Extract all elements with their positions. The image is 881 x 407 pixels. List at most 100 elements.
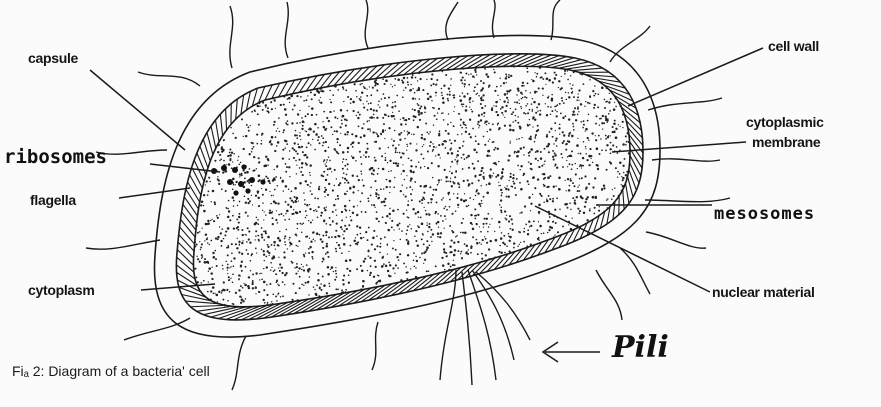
stipple-dot: [453, 97, 455, 99]
stipple-dot: [423, 158, 425, 160]
stipple-dot: [460, 99, 463, 102]
stipple-dot: [587, 137, 589, 139]
stipple-dot: [382, 131, 384, 133]
stipple-dot: [273, 121, 275, 123]
stipple-dot: [224, 304, 226, 306]
stipple-dot: [433, 83, 435, 85]
stipple-dot: [501, 207, 503, 209]
stipple-dot: [295, 197, 298, 200]
stipple-dot: [329, 99, 330, 100]
stipple-dot: [222, 268, 224, 270]
stipple-dot: [295, 273, 297, 275]
stipple-dot: [316, 234, 317, 235]
stipple-dot: [344, 178, 346, 180]
stipple-dot: [539, 66, 542, 69]
stipple-dot: [505, 188, 508, 191]
stipple-dot: [237, 226, 239, 228]
stipple-dot: [303, 100, 305, 102]
stipple-dot: [404, 130, 405, 131]
stipple-dot: [325, 141, 327, 143]
stipple-dot: [567, 70, 568, 71]
stipple-dot: [227, 254, 229, 256]
stipple-dot: [548, 195, 550, 197]
stipple-dot: [588, 114, 590, 116]
stipple-dot: [312, 219, 313, 220]
stipple-dot: [270, 203, 272, 205]
stipple-dot: [208, 267, 211, 270]
stipple-dot: [388, 213, 390, 215]
stipple-dot: [400, 279, 402, 281]
stipple-dot: [594, 85, 596, 87]
stipple-dot: [368, 156, 370, 158]
stipple-dot: [572, 197, 574, 199]
stipple-dot: [480, 231, 482, 233]
stipple-dot: [542, 95, 543, 96]
stipple-dot: [421, 202, 423, 204]
stipple-dot: [512, 129, 515, 132]
stipple-dot: [376, 117, 378, 119]
stipple-dot: [530, 244, 532, 246]
stipple-dot: [322, 145, 324, 147]
stipple-dot: [485, 238, 487, 240]
stipple-dot: [363, 123, 365, 125]
stipple-dot: [420, 112, 423, 115]
stipple-dot: [449, 181, 451, 183]
stipple-dot: [265, 256, 267, 258]
stipple-dot: [412, 189, 413, 190]
stipple-dot: [284, 147, 285, 148]
stipple-dot: [433, 124, 434, 125]
stipple-dot: [353, 83, 355, 85]
stipple-dot: [231, 167, 233, 169]
stipple-dot: [201, 256, 203, 258]
stipple-dot: [361, 91, 363, 93]
stipple-dot: [395, 264, 397, 266]
stipple-dot: [288, 166, 290, 168]
stipple-dot: [444, 169, 446, 171]
stipple-dot: [280, 296, 281, 297]
stipple-dot: [588, 139, 590, 141]
stipple-dot: [488, 248, 490, 250]
stipple-dot: [596, 164, 598, 166]
stipple-dot: [627, 132, 630, 135]
stipple-dot: [233, 205, 234, 206]
stipple-dot: [327, 256, 329, 258]
stipple-dot: [297, 113, 299, 115]
stipple-dot: [572, 84, 573, 85]
stipple-dot: [438, 133, 440, 135]
stipple-dot: [510, 218, 512, 220]
stipple-dot: [439, 236, 441, 238]
stipple-dot: [207, 237, 208, 238]
stipple-dot: [359, 83, 361, 85]
stipple-dot: [303, 154, 305, 156]
stipple-dot: [423, 263, 424, 264]
stipple-dot: [531, 168, 533, 170]
stipple-dot: [421, 253, 423, 255]
stipple-dot: [491, 218, 492, 219]
stipple-dot: [293, 157, 295, 159]
stipple-dot: [393, 240, 394, 241]
stipple-dot: [604, 99, 606, 101]
stipple-dot: [350, 219, 352, 221]
stipple-dot: [608, 135, 610, 137]
stipple-dot: [299, 167, 301, 169]
stipple-dot: [207, 223, 209, 225]
stipple-dot: [227, 264, 229, 266]
stipple-dot: [469, 197, 471, 199]
stipple-dot: [464, 193, 465, 194]
stipple-dot: [534, 137, 536, 139]
stipple-dot: [258, 162, 260, 164]
stipple-dot: [370, 102, 372, 104]
stipple-dot: [210, 298, 212, 300]
stipple-dot: [628, 141, 630, 143]
stipple-dot: [462, 82, 464, 84]
stipple-dot: [515, 194, 517, 196]
stipple-dot: [480, 103, 482, 105]
stipple-dot: [572, 111, 574, 113]
stipple-dot: [521, 98, 523, 100]
stipple-dot: [363, 237, 364, 238]
stipple-dot: [522, 82, 524, 84]
stipple-dot: [271, 257, 273, 259]
stipple-dot: [615, 167, 617, 169]
stipple-dot: [529, 124, 531, 126]
stipple-dot: [493, 149, 495, 151]
